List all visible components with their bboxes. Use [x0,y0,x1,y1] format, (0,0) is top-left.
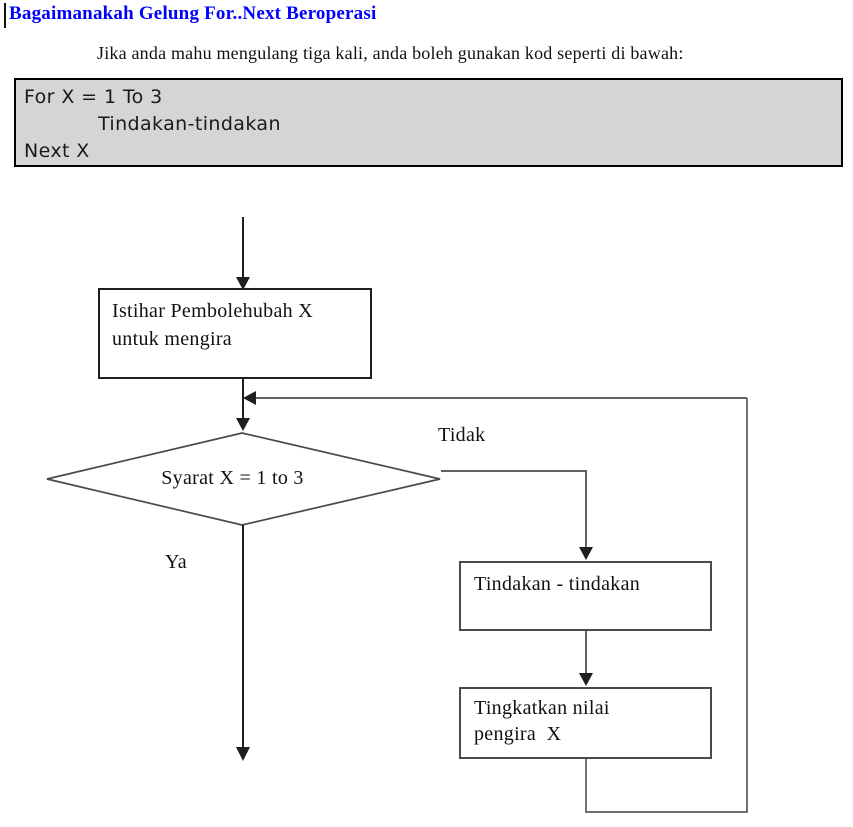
branch-no-label: Tidak [438,424,486,446]
action-box-arrowhead [579,547,593,560]
text-cursor-bar [4,3,6,28]
code-line-next: Next X [24,140,90,162]
page-title: Bagaimanakah Gelung For..Next Beroperasi [9,3,377,24]
loopback-left-arrowhead [243,391,256,405]
declare-variable-box: Istihar Pembolehubah X untuk mengira [98,288,372,379]
loop-return-line [585,398,748,813]
intro-text: Jika anda mahu mengulang tiga kali, anda… [97,43,684,63]
code-sample-box: For X = 1 To 3 Tindakan-tindakan Next X [14,78,843,167]
action-box: Tindakan - tindakan [459,561,712,631]
no-branch-line [441,470,587,548]
yes-branch-arrowhead [236,747,250,761]
increment-counter-box: Tingkatkan nilai pengira X [459,687,712,759]
action-box-label: Tindakan - tindakan [474,573,641,595]
increment-box-line1: Tingkatkan nilai [474,697,610,719]
increment-box-arrowhead [579,673,593,686]
code-line-for: For X = 1 To 3 [24,86,163,108]
condition-diamond-label: Syarat X = 1 to 3 [161,466,304,489]
branch-yes-label: Ya [165,551,187,573]
condition-diamond [46,432,441,526]
code-line-actions: Tindakan-tindakan [98,113,281,135]
declare-box-line1: Istihar Pembolehubah X [112,300,314,322]
entry-arrowhead [236,277,250,290]
declare-box-line2: untuk mengira [112,328,232,350]
diamond-entry-arrowhead [236,418,250,431]
increment-box-line2: pengira X [474,723,562,745]
